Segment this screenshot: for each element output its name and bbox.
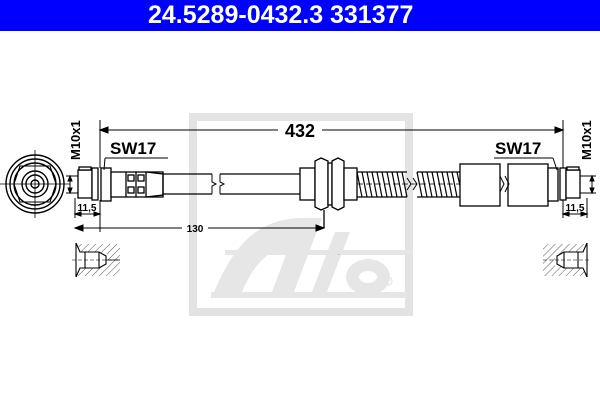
right-wrench-size-label: SW17 xyxy=(495,139,541,158)
hose-left xyxy=(163,173,300,195)
reference-number: 331377 xyxy=(330,1,414,29)
offset-dimension-label: 130 xyxy=(187,224,204,235)
right-thread-label: M10x1 xyxy=(579,120,594,160)
left-wrench-size-label: SW17 xyxy=(110,139,156,158)
left-thread-length-label: 11,5 xyxy=(78,203,97,214)
left-thread-dimension xyxy=(66,174,102,232)
ate-watermark: Ate xyxy=(189,113,413,316)
right-thread-length-label: 11,5 xyxy=(566,203,585,214)
fitting-end-view xyxy=(0,150,70,218)
right-fitting xyxy=(547,166,581,202)
watermark-text: Ate xyxy=(338,253,340,256)
offset-dimension xyxy=(73,224,326,232)
left-fitting xyxy=(77,166,164,202)
center-grommet xyxy=(299,157,358,228)
left-thread-label: M10x1 xyxy=(68,120,83,160)
right-port-section xyxy=(543,242,591,278)
left-port-section xyxy=(72,242,120,278)
overall-length-dimension xyxy=(98,120,565,168)
right-thread-dimension xyxy=(561,174,596,218)
header-bar: 24.5289-0432.3 331377 xyxy=(0,0,600,31)
part-number: 24.5289-0432.3 xyxy=(148,1,324,29)
spring-guard xyxy=(356,171,461,198)
right-sleeve xyxy=(459,163,549,207)
overall-length-label: 432 xyxy=(285,121,315,141)
